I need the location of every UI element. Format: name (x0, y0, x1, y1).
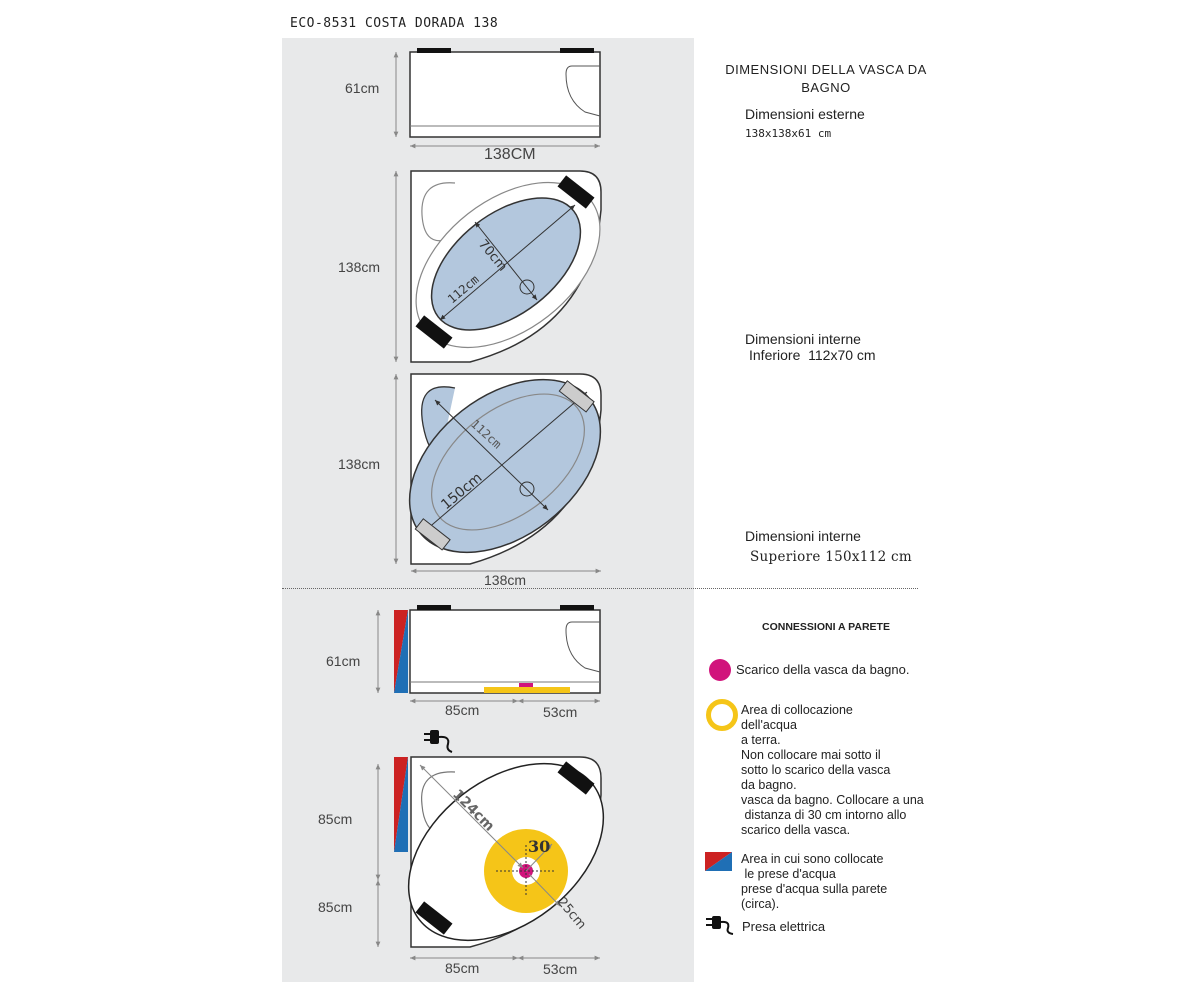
floor-area-text: Area di collocazione dell'acqua a terra.… (741, 703, 924, 838)
dim-plan3-lower: 85cm (318, 899, 353, 915)
inner-upper-value: Superiore 150x112 cm (750, 549, 913, 565)
dim-plan3-bottom-right: 53cm (543, 961, 578, 977)
dim-conn-right: 53cm (543, 704, 578, 720)
external-value: 138x138x61 cm (745, 127, 832, 140)
water-inlet-line: prese d'acqua sulla parete (741, 882, 888, 896)
water-inlet-icon (705, 852, 732, 871)
plan-connections-view (375, 756, 605, 961)
floor-area-line: Area di collocazione (741, 703, 853, 717)
drain-label: Scarico della vasca da bagno. (736, 662, 910, 677)
side-connections-view (375, 605, 601, 704)
side-elevation-view (393, 48, 601, 149)
external-label: Dimensioni esterne (745, 106, 865, 122)
inner-lower-label: Dimensioni interne (745, 331, 861, 347)
section-divider (282, 588, 918, 589)
plan-inner-top-view (393, 373, 602, 574)
water-inlet-line: Area in cui sono collocate (741, 852, 884, 866)
dim-side-height: 61cm (345, 80, 380, 96)
floor-area-line: a terra. (741, 733, 781, 747)
floor-area-line: distanza di 30 cm intorno allo (741, 808, 907, 822)
floor-area-line: vasca da bagno. Collocare a una (741, 793, 924, 807)
legend-title: CONNESSIONI A PARETE (762, 621, 890, 633)
water-inlet-line: le prese d'acqua (741, 867, 836, 881)
dim-plan3-bottom-left: 85cm (445, 960, 480, 976)
floor-area-icon (706, 699, 738, 731)
diag-label-25: 25cm (554, 895, 589, 932)
floor-area-line: da bagno. (741, 778, 797, 792)
electric-plug-icon (706, 916, 734, 935)
dim-conn-left: 85cm (445, 702, 480, 718)
inner-lower-value: Inferiore 112x70 cm (749, 347, 876, 363)
plan-inner-bottom-view (393, 170, 602, 363)
dim-conn-height: 61cm (326, 653, 361, 669)
dim-plan1-side: 138cm (338, 259, 381, 275)
floor-area-line: scarico della vasca. (741, 823, 851, 837)
inner-upper-label: Dimensioni interne (745, 528, 861, 544)
radius-label-30: 30 (528, 837, 550, 856)
plug-icon (424, 730, 453, 753)
drain-icon (709, 659, 731, 681)
dim-plan2-bottom: 138cm (484, 572, 527, 588)
water-inlet-line: (circa). (741, 897, 780, 911)
dim-plan2-side: 138cm (338, 456, 381, 472)
model-title: ECO-8531 COSTA DORADA 138 (290, 16, 499, 31)
electric-label: Presa elettrica (742, 919, 826, 934)
floor-area-line: Non collocare mai sotto il (741, 748, 881, 762)
floor-area-line: sotto lo scarico della vasca (741, 763, 891, 777)
specs-title: DIMENSIONI DELLA VASCA DA BAGNO (725, 62, 927, 95)
dim-plan3-upper: 85cm (318, 811, 353, 827)
floor-area-line: dell'acqua (741, 718, 797, 732)
water-inlet-text: Area in cui sono collocate le prese d'ac… (741, 852, 887, 912)
dim-side-width: 138CM (484, 146, 536, 163)
